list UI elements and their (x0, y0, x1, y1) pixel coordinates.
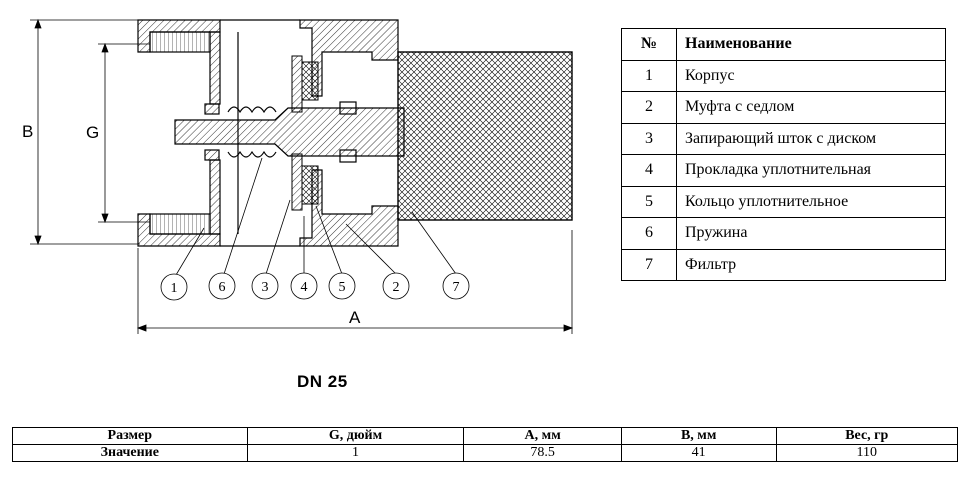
spec-header-size: Размер (12, 427, 248, 445)
callout-4: 4 (301, 280, 308, 295)
table-row: 5 Кольцо уплотнительное (621, 185, 946, 218)
part-number: 2 (621, 91, 677, 124)
header-name: Наименование (676, 28, 946, 61)
spec-header-b: В, мм (620, 427, 777, 445)
spec-value-b: 41 (620, 444, 777, 462)
callout-numbers: 1 6 3 4 5 2 7 (171, 280, 460, 296)
part-name: Кольцо уплотнительное (676, 185, 946, 218)
part-name: Муфта с седлом (676, 91, 946, 124)
callout-circles (160, 272, 470, 301)
part-number: 6 (621, 217, 677, 250)
table-row: 6 Пружина (621, 217, 946, 250)
body-housing (137, 19, 300, 247)
spec-value-weight: 110 (775, 444, 959, 462)
callout-7: 7 (453, 280, 460, 295)
table-row: 3 Запирающий шток с диском (621, 122, 946, 155)
table-row: 1 Корпус (621, 59, 946, 92)
callout-2: 2 (393, 280, 400, 295)
part-number: 3 (621, 122, 677, 155)
part-number: 1 (621, 59, 677, 92)
dimension-label-g: G (86, 123, 99, 142)
spec-value-g: 1 (246, 444, 465, 462)
spec-table-header: Размер G, дюйм А, мм В, мм Вес, гр (12, 427, 959, 445)
part-name: Корпус (676, 59, 946, 92)
part-name: Запирающий шток с диском (676, 122, 946, 155)
seal-gasket (291, 55, 319, 211)
spec-table: Размер G, дюйм А, мм В, мм Вес, гр Значе… (12, 427, 959, 462)
callout-5: 5 (339, 280, 346, 295)
header-number: № (621, 28, 677, 61)
table-row: Значение 1 78.5 41 110 (12, 444, 959, 462)
part-name: Пружина (676, 217, 946, 250)
spec-value-a: 78.5 (463, 444, 622, 462)
filter-mesh (397, 51, 573, 221)
parts-table: № Наименование 1 Корпус 2 Муфта с седлом… (621, 28, 946, 281)
valve-section-drawing: B G A (22, 18, 574, 334)
spec-header-a: А, мм (463, 427, 622, 445)
spec-header-weight: Вес, гр (775, 427, 959, 445)
dimension-label-a: A (349, 308, 361, 327)
callout-1: 1 (171, 281, 178, 296)
part-number: 5 (621, 185, 677, 218)
table-row: 4 Прокладка уплотнительная (621, 154, 946, 187)
leader-lines (175, 157, 457, 276)
part-number: 4 (621, 154, 677, 187)
model-title: DN 25 (297, 372, 348, 391)
stem-with-disc (174, 103, 405, 161)
table-row: 7 Фильтр (621, 248, 946, 281)
spec-row-label: Значение (12, 444, 248, 462)
callout-3: 3 (262, 280, 269, 295)
part-name: Прокладка уплотнительная (676, 154, 946, 187)
part-number: 7 (621, 248, 677, 281)
spring (227, 106, 277, 158)
part-name: Фильтр (676, 248, 946, 281)
dimension-label-b: B (22, 122, 33, 141)
spec-header-g: G, дюйм (246, 427, 465, 445)
table-row: 2 Муфта с седлом (621, 91, 946, 124)
dimension-lines (30, 18, 574, 334)
callout-6: 6 (219, 280, 226, 295)
parts-table-header: № Наименование (621, 28, 946, 61)
